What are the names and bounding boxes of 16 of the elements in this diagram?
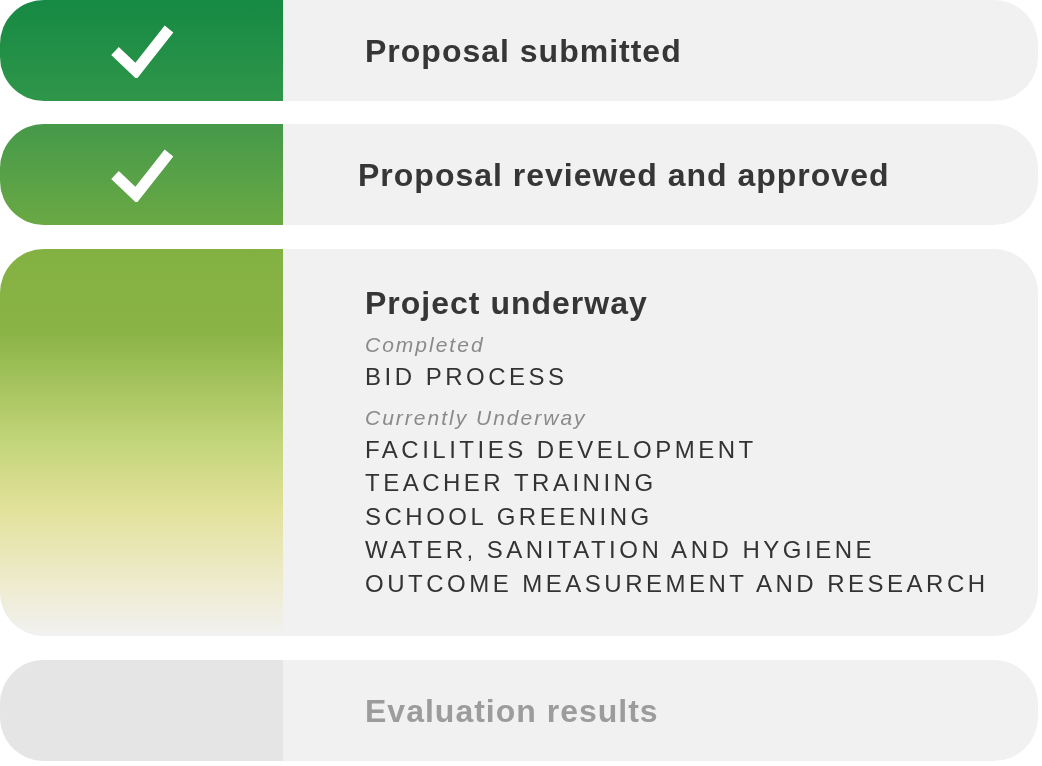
section-label: Currently Underway [365,405,587,430]
step-title: Evaluation results [365,692,659,729]
step-title: Proposal reviewed and approved [358,156,890,193]
step-card [0,124,1038,225]
task-item: SCHOOL GREENING [365,501,653,532]
step-card [0,0,1038,101]
step-card [0,249,1038,636]
task-item: TEACHER TRAINING [365,468,657,498]
task-item: BID PROCESS [365,362,568,392]
step-title: Project underway [365,285,648,321]
task-item: FACILITIES DEVELOPMENT [365,434,757,465]
task-item: OUTCOME MEASUREMENT AND RESEARCH [365,568,989,599]
task-item: WATER, SANITATION AND HYGIENE [365,535,875,565]
section-label: Completed [365,333,485,357]
step-card [0,660,1038,761]
step-title: Proposal submitted [365,32,682,69]
